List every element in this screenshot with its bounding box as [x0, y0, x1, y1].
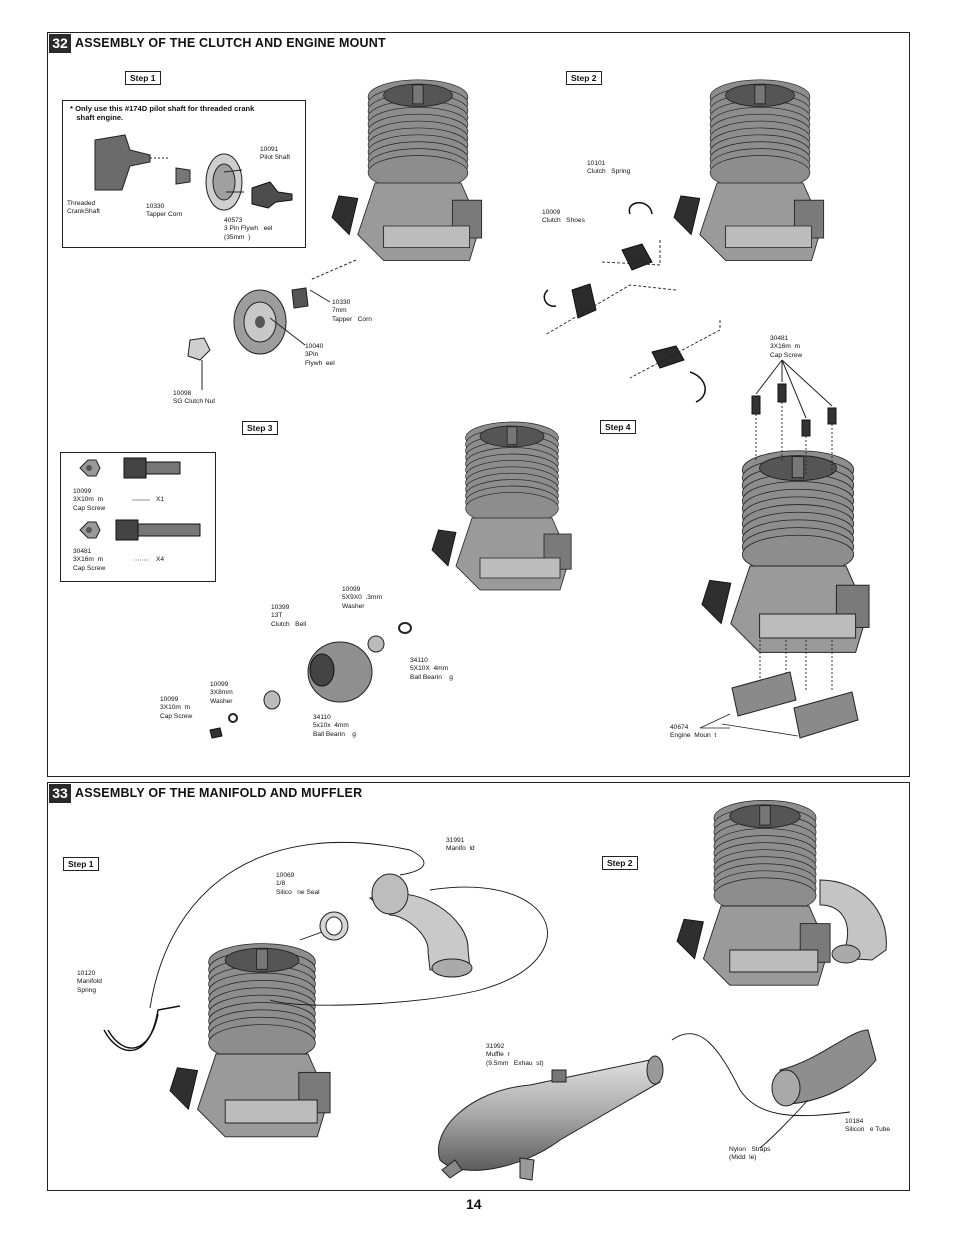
label-30481-top: 30481 3X16m m Cap Screw — [770, 335, 803, 359]
label-10330-small: 10330 Tapper Corn — [146, 203, 183, 219]
clutch-nut-icon — [187, 337, 211, 361]
manifold-icon — [369, 873, 473, 978]
tapper-corn-10330-icon — [291, 287, 309, 309]
s33-step-1-label: Step 1 — [63, 857, 99, 871]
muffler-icon — [438, 1055, 664, 1181]
tapper-corn-small-icon — [175, 167, 191, 185]
hardware-b-label: 30481 3X16m m Cap Screw — [73, 548, 106, 572]
label-10099-washer-large: 10099 5X9X0 .3mm Washer — [342, 586, 382, 610]
label-10099-screw: 10099 3X10m m Cap Screw — [160, 696, 193, 720]
label-31992: 31992 Muffle r (9.5mm Exhau st) — [486, 1043, 544, 1067]
clutch-shoe-icon — [571, 243, 685, 369]
bearing-icon — [263, 635, 385, 710]
silicone-tube-icon — [771, 1029, 877, 1107]
label-10040: 10040 3Pin Flywh eel — [305, 343, 335, 367]
label-10091: 10091 Pilot Shaft — [260, 146, 291, 162]
hardware-screw-b-icon — [79, 519, 201, 541]
step-2-label: Step 2 — [566, 71, 602, 85]
page-number: 14 — [466, 1196, 482, 1212]
label-10101: 10101 Clutch Spring — [587, 160, 631, 176]
cap-screw-30481-icon — [751, 383, 837, 437]
flywheel-10040-icon — [233, 289, 287, 355]
hardware-screw-a-icon — [79, 457, 181, 479]
label-10399: 10399 13T Clutch Bell — [271, 604, 307, 628]
step2-leader-lines — [544, 240, 721, 379]
s33-step-2-label: Step 2 — [602, 856, 638, 870]
hardware-a-qty: X1 — [156, 496, 165, 503]
label-34110-a: 34110 5X10X 4mm Ball Bearin g — [410, 657, 453, 681]
pilot-shaft-icon — [251, 181, 293, 209]
label-10099-washer-small: 10099 3X8mm Washer — [210, 681, 233, 705]
clutch-spring-icon — [543, 202, 706, 403]
label-40674: 40674 Engine Moun t — [670, 724, 717, 740]
label-31991: 31991 Manifo ld — [446, 837, 475, 853]
hardware-a-label: 10099 3X10m m Cap Screw — [73, 488, 106, 512]
step1-leader-lines — [201, 259, 357, 390]
section-32-title: ASSEMBLY OF THE CLUTCH AND ENGINE MOUNT — [75, 36, 386, 50]
hardware-b-qty: X4 — [156, 556, 165, 563]
label-10184: 10184 Silicon e Tube — [845, 1118, 891, 1134]
step-3-label: Step 3 — [242, 421, 278, 435]
label-10098: 10098 SG Clutch Nut — [173, 390, 216, 406]
silicone-seal-icon — [319, 911, 349, 941]
section-33-title: ASSEMBLY OF THE MANIFOLD AND MUFFLER — [75, 786, 363, 800]
label-40573: 40573 3 Pin Flywh eel (35mm ) — [224, 217, 273, 241]
washer-icon — [228, 622, 412, 723]
label-10120: 10120 Manifold Spring — [77, 970, 102, 994]
section-33-number: 33 — [49, 784, 71, 803]
label-threaded-crankshaft: Threaded CrankShaft — [67, 200, 100, 216]
label-34110-b: 34110 5x10x 4mm Ball Bearin g — [313, 714, 356, 738]
label-nylon-straps: Nylon Straps (Midd le) — [729, 1146, 771, 1162]
flywheel-small-icon — [205, 153, 244, 211]
cap-screw-small-icon — [209, 727, 223, 739]
manifold-spring-icon — [103, 1005, 181, 1052]
label-10069: 10069 1/8 Silico ne Seal — [276, 872, 320, 896]
step-4-label: Step 4 — [600, 420, 636, 434]
label-10009: 10009 Clutch Shoes — [542, 209, 585, 225]
clutch-bell-icon — [307, 641, 373, 703]
section-32-number: 32 — [49, 34, 71, 53]
pilot-shaft-note: * Only use this #174D pilot shaft for th… — [70, 104, 255, 122]
crankshaft-icon — [94, 134, 170, 191]
label-10330: 10330 7mm Tapper Corn — [332, 299, 372, 323]
engine-mount-icon — [731, 671, 859, 739]
manifold-installed-icon — [819, 879, 887, 964]
step-1-label: Step 1 — [125, 71, 161, 85]
